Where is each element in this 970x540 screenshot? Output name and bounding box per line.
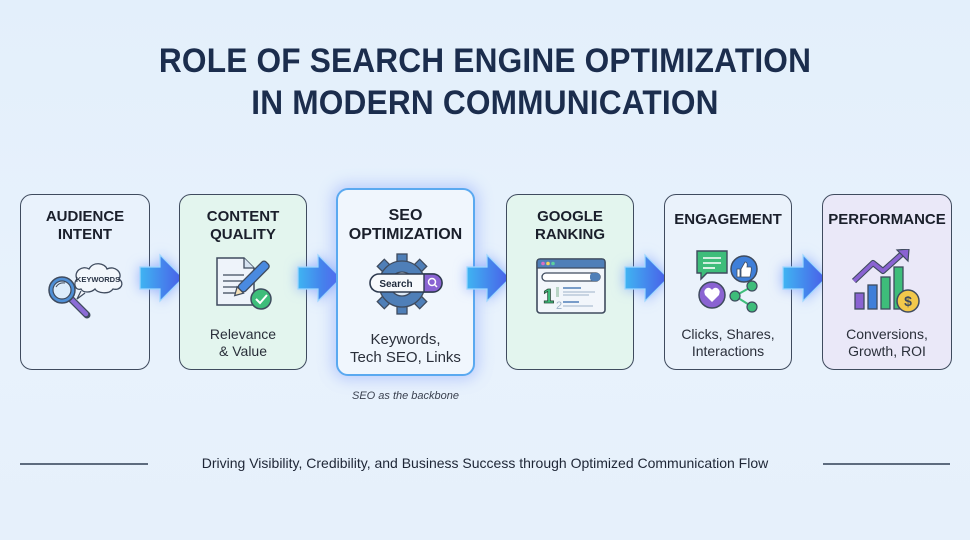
seo-caption: SEO as the backbone bbox=[351, 390, 459, 402]
step-heading: CONTENT QUALITY bbox=[206, 208, 280, 243]
step-subtitle: Conversions, Growth, ROI bbox=[846, 326, 928, 359]
svg-text:Search: Search bbox=[379, 279, 412, 290]
browser-ranking-icon: 1 2 bbox=[536, 258, 606, 314]
step-heading: ENGAGEMENT bbox=[674, 211, 782, 228]
flow-arrow-5 bbox=[782, 253, 827, 303]
footer-text: Driving Visibility, Credibility, and Bus… bbox=[201, 455, 769, 471]
step-heading: PERFORMANCE bbox=[828, 211, 946, 228]
step-heading: SEO OPTIMIZATION bbox=[348, 207, 463, 243]
svg-text:KEYWORDS: KEYWORDS bbox=[76, 275, 120, 284]
step-heading: AUDIENCE INTENT bbox=[45, 208, 125, 243]
step-subtitle: Clicks, Shares, Interactions bbox=[681, 326, 775, 359]
step-card-engagement: ENGAGEMENT Clicks, Shares, Interactions bbox=[664, 194, 792, 370]
gear-searchbar-icon: Search bbox=[369, 253, 443, 315]
step-card-performance: PERFORMANCE $ Conversions, Growth, ROI bbox=[822, 194, 952, 370]
page-title: ROLE OF SEARCH ENGINE OPTIMIZATION IN MO… bbox=[34, 40, 936, 124]
title-line-1: ROLE OF SEARCH ENGINE OPTIMIZATION bbox=[158, 42, 812, 80]
step-subtitle: Keywords, Tech SEO, Links bbox=[350, 331, 461, 366]
footer-divider-right bbox=[823, 463, 950, 465]
step-card-google-ranking: GOOGLE RANKING 1 2 bbox=[506, 194, 634, 370]
svg-text:2: 2 bbox=[556, 300, 562, 312]
title-line-2: IN MODERN COMMUNICATION bbox=[251, 84, 719, 122]
footer-divider-left bbox=[20, 463, 148, 465]
growth-chart-dollar-icon: $ bbox=[851, 249, 920, 313]
svg-text:$: $ bbox=[904, 293, 912, 309]
step-card-content-quality: CONTENT QUALITY Relevance & Value bbox=[179, 194, 307, 370]
flow-arrow-2 bbox=[297, 253, 342, 303]
social-engagement-icon bbox=[696, 250, 758, 313]
step-card-seo-optimization: SEO OPTIMIZATION Search Keywords, Tech S… bbox=[336, 188, 475, 376]
flow-arrow-1 bbox=[139, 253, 184, 303]
footer-tagline: Driving Visibility, Credibility, and Bus… bbox=[0, 455, 970, 471]
document-pen-check-icon bbox=[216, 257, 272, 310]
flow-arrow-3 bbox=[466, 253, 511, 303]
step-heading: GOOGLE RANKING bbox=[535, 208, 605, 243]
magnifier-keywords-icon: KEYWORDS bbox=[48, 263, 123, 319]
svg-text:1: 1 bbox=[543, 286, 554, 308]
flow-arrow-4 bbox=[624, 253, 669, 303]
step-subtitle: Relevance & Value bbox=[209, 326, 277, 359]
step-card-audience-intent: AUDIENCE INTENT KEYWORDS bbox=[20, 194, 150, 370]
